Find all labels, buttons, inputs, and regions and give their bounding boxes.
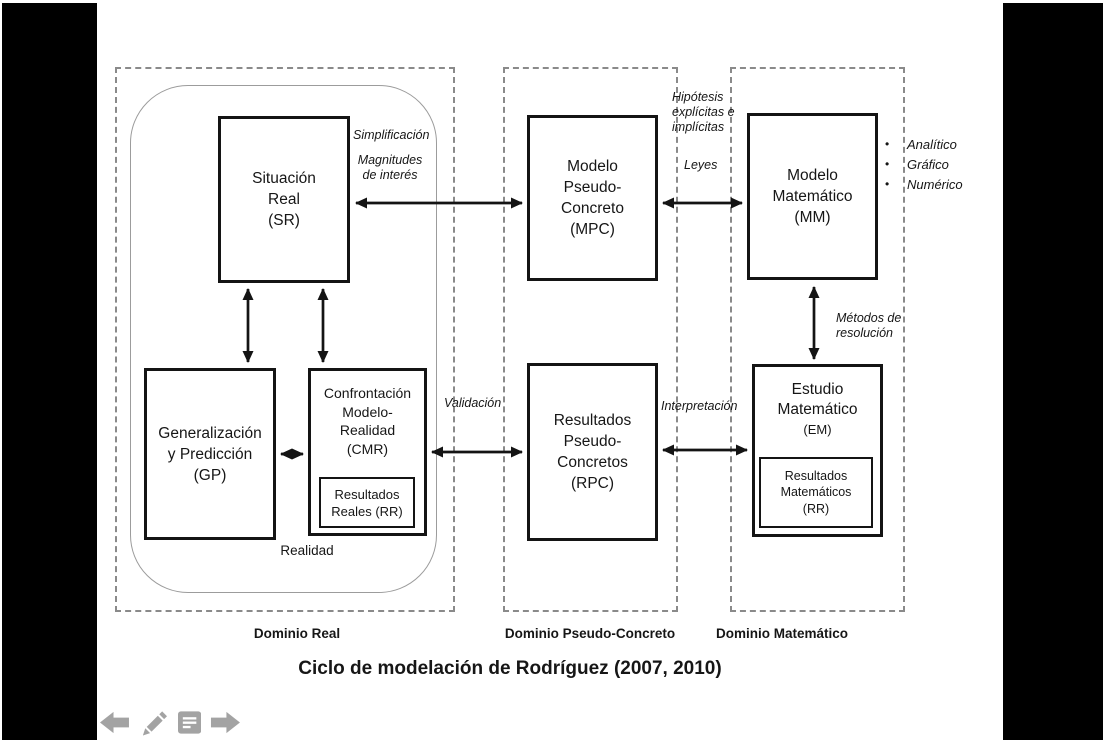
- label-validacion: Validación: [444, 396, 502, 410]
- label-magnitudes-de-interes: Magnitudes de interés: [352, 153, 428, 183]
- label-interpretacion: Interpretación: [661, 399, 738, 413]
- label-line: Hipótesis: [672, 90, 724, 104]
- box-generalizacion-prediccion: Generalización y Predicción (GP): [144, 368, 276, 540]
- box-line: Modelo: [567, 158, 618, 175]
- list-item: • Gráfico: [885, 154, 963, 174]
- box-line: Estudio: [791, 381, 844, 398]
- realidad-region-outline: [130, 85, 437, 593]
- domain-frame-real: [115, 67, 455, 612]
- label-line: explícitas e: [672, 105, 735, 119]
- caption-dominio-matematico: Dominio Matemático: [715, 626, 848, 641]
- box-line: Confrontación: [323, 385, 412, 401]
- label-realidad: Realidad: [280, 543, 334, 558]
- box-line: Concretos: [557, 454, 628, 471]
- slide-title: Ciclo de modelación de Rodríguez (2007, …: [298, 658, 722, 679]
- label-metodos-de-resolucion: Métodos de resolución: [836, 311, 901, 341]
- box-modelo-matematico: Modelo Matemático (MM): [747, 113, 878, 280]
- box-line: Matemático: [772, 188, 853, 205]
- letterbox-right: [1003, 3, 1103, 740]
- label-line: de interés: [362, 168, 418, 182]
- box-line: Reales (RR): [331, 503, 403, 519]
- box-line: (MPC): [570, 221, 615, 238]
- box-line: (MM): [794, 209, 831, 226]
- list-item-label: Analítico: [907, 136, 957, 152]
- player-controls: [100, 704, 240, 740]
- label-line: Métodos de: [836, 311, 902, 325]
- box-line: Matemáticos: [780, 485, 852, 500]
- box-line: (EM): [803, 422, 832, 437]
- list-item: • Numérico: [885, 174, 963, 194]
- box-line: Pseudo-: [563, 433, 622, 450]
- caption-dominio-pseudo-concreto: Dominio Pseudo-Concreto: [504, 626, 676, 641]
- box-line: Realidad: [339, 422, 396, 438]
- box-line: Situación: [252, 170, 316, 187]
- box-line: Resultados: [553, 412, 632, 429]
- previous-slide-icon[interactable]: [100, 710, 130, 735]
- notes-icon[interactable]: [177, 710, 202, 734]
- box-line: (GP): [193, 466, 227, 484]
- label-line: resolución: [836, 326, 893, 340]
- label-leyes: Leyes: [684, 158, 718, 172]
- label-line: implícitas: [672, 120, 725, 134]
- box-line: (CMR): [346, 440, 389, 457]
- label-hipotesis: Hipótesis explícitas e implícitas: [672, 90, 735, 135]
- box-line: Generalización: [158, 424, 262, 442]
- box-modelo-pseudo-concreto: Modelo Pseudo- Concreto (MPC): [527, 115, 658, 281]
- box-line: (SR): [268, 212, 300, 229]
- next-slide-icon[interactable]: [210, 710, 240, 735]
- letterbox-left: [2, 3, 97, 740]
- list-item: • Analítico: [885, 134, 963, 154]
- box-line: Matemático: [777, 401, 858, 418]
- box-line: y Predicción: [167, 445, 253, 463]
- box-resultados-reales: Resultados Reales (RR): [319, 477, 415, 528]
- box-line: Resultados: [784, 468, 848, 483]
- label-line: Magnitudes: [357, 153, 423, 167]
- bullet-icon: •: [885, 157, 890, 171]
- box-resultados-matematicos: Resultados Matemáticos (RR): [759, 457, 873, 528]
- box-situacion-real: Situación Real (SR): [218, 116, 350, 283]
- caption-dominio-real: Dominio Real: [253, 626, 341, 641]
- bullet-icon: •: [885, 137, 890, 151]
- box-line: (RR): [802, 501, 830, 516]
- box-line: (RPC): [570, 475, 615, 492]
- box-line: Concreto: [561, 200, 624, 217]
- bullet-icon: •: [885, 177, 890, 191]
- list-item-label: Gráfico: [907, 156, 949, 172]
- domain-frame-matematico: [730, 67, 905, 612]
- label-simplificacion: Simplificación: [353, 128, 430, 142]
- box-line: Real: [268, 191, 300, 208]
- box-line: Pseudo-: [563, 179, 622, 196]
- annotate-pencil-icon[interactable]: [139, 707, 169, 738]
- domain-frame-pseudo-concreto: [503, 67, 678, 612]
- list-item-label: Numérico: [907, 176, 963, 192]
- box-resultados-pseudo-concretos: Resultados Pseudo- Concretos (RPC): [527, 363, 658, 541]
- box-line: Resultados: [334, 486, 400, 502]
- box-line: Modelo: [787, 167, 838, 184]
- model-types-bullet-list: • Analítico • Gráfico • Numérico: [885, 134, 963, 194]
- box-line: Modelo-: [342, 403, 393, 420]
